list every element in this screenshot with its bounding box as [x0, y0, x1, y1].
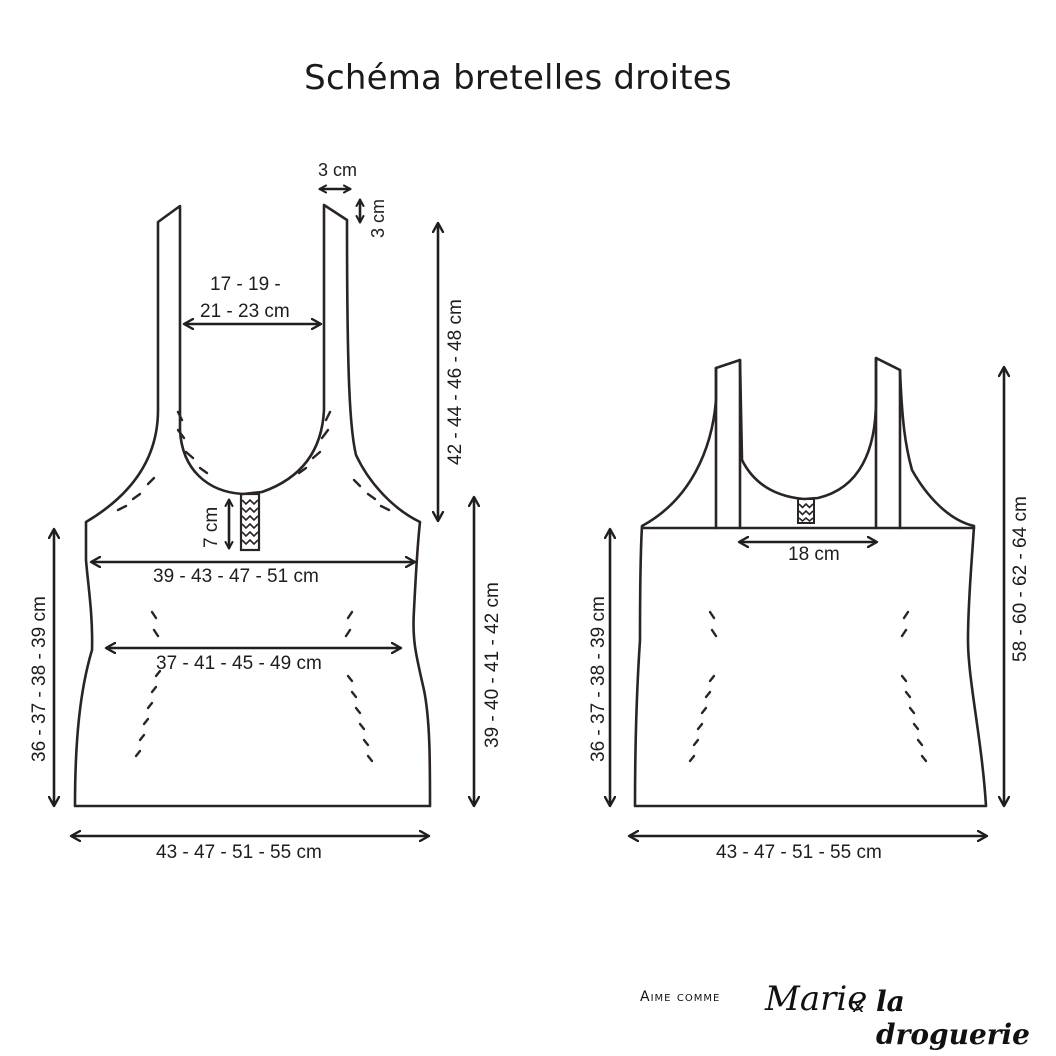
back-side-length-label: 36 - 37 - 38 - 39 cm: [588, 596, 609, 762]
back-hem-width-label: 43 - 47 - 51 - 55 cm: [716, 842, 882, 863]
strap-width-label: 3 cm: [318, 160, 357, 180]
neck-width-label-2: 21 - 23 cm: [200, 301, 290, 322]
strap-height-label: 3 cm: [368, 199, 388, 238]
front-shaping-marks: [134, 610, 374, 763]
front-hem-width-label: 43 - 47 - 51 - 55 cm: [156, 842, 322, 863]
back-total-length-label: 58 - 60 - 62 - 64 cm: [1010, 496, 1031, 662]
neck-width-label-1: 17 - 19 -: [210, 274, 281, 295]
back-outline: [633, 356, 988, 808]
front-neck-decrease-marks: [116, 410, 391, 512]
strap-spacing-label: 18 cm: [788, 544, 840, 565]
front-outline: [73, 203, 432, 808]
brand-logo: Aime comme Marie x la droguerie: [620, 975, 1040, 1051]
brand-part-3: la droguerie: [876, 985, 1030, 1051]
chest-width-label: 39 - 43 - 47 - 51 cm: [153, 566, 319, 587]
back-piece: 18 cm 58 - 60 - 62 - 64 cm 36 - 37 - 38 …: [588, 356, 1031, 863]
front-placket: [239, 492, 261, 552]
diagram-title: Schéma bretelles droites: [304, 58, 732, 98]
front-piece: 3 cm 3 cm 17 - 19 - 21 - 23 cm 42 - 44 -…: [29, 160, 503, 863]
front-body-length-label: 39 - 40 - 41 - 42 cm: [482, 582, 503, 748]
back-strap-left: [714, 358, 742, 530]
waist-width-label: 37 - 41 - 45 - 49 cm: [156, 653, 322, 674]
armhole-depth-label: 42 - 44 - 46 - 48 cm: [445, 299, 466, 465]
brand-separator: x: [852, 993, 864, 1017]
back-placket: [797, 498, 815, 524]
placket-length-label: 7 cm: [201, 507, 222, 548]
back-shaping-marks: [688, 610, 928, 763]
brand-part-2: Marie: [765, 979, 868, 1019]
back-strap-right: [874, 356, 902, 530]
front-side-length-label: 36 - 37 - 38 - 39 cm: [29, 596, 50, 762]
brand-part-1: Aime comme: [640, 989, 721, 1005]
